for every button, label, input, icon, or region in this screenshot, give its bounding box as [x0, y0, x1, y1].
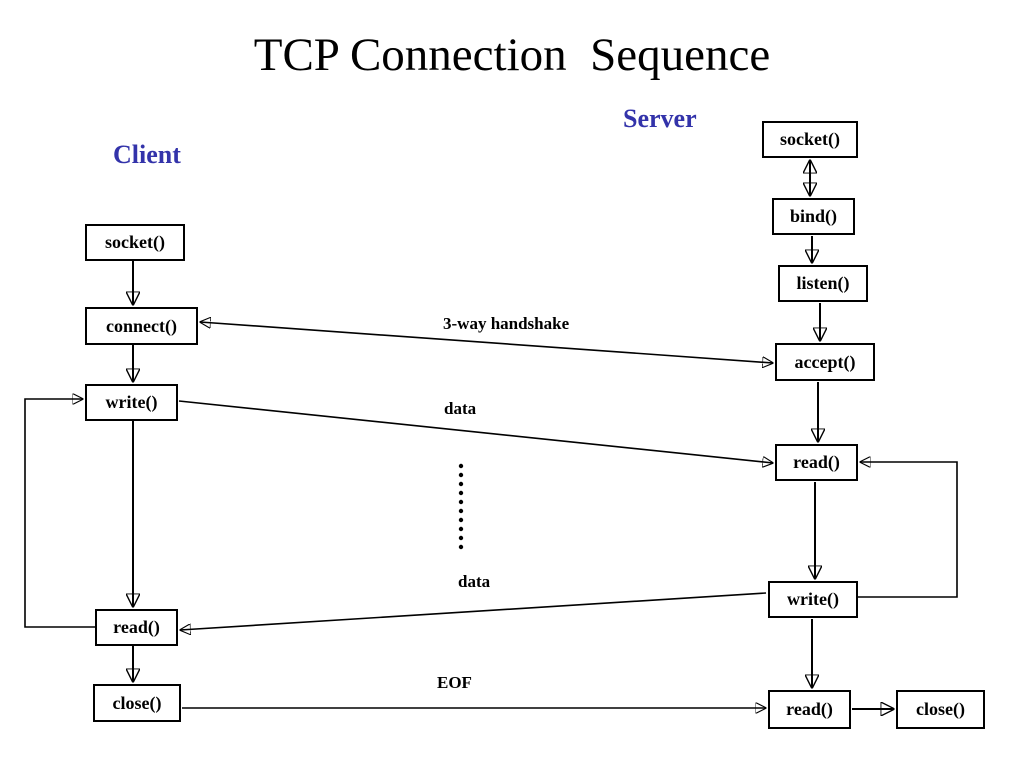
ellipsis-dot: [458, 499, 464, 505]
node-label: close(): [916, 699, 965, 719]
node-server-socket[interactable]: socket(): [762, 121, 858, 158]
node-label: connect(): [106, 315, 177, 336]
client-column-label: Client: [113, 140, 181, 169]
server-column-label: Server: [623, 104, 697, 133]
ellipsis-dot: [458, 526, 464, 532]
node-label: bind(): [789, 206, 838, 226]
node-server-read2[interactable]: read(): [768, 690, 851, 729]
node-label: write(): [105, 392, 158, 412]
vertical-ellipsis: [458, 463, 464, 550]
node-server-accept[interactable]: accept(): [775, 343, 875, 381]
edge-label-data-up: data: [458, 572, 491, 591]
node-label: socket(): [780, 129, 840, 149]
node-label: socket(): [105, 232, 165, 252]
node-server-write[interactable]: write(): [768, 581, 858, 618]
page-title: TCP Connection Sequence: [253, 29, 771, 81]
node-server-read[interactable]: read(): [775, 444, 858, 481]
node-label: accept(): [794, 351, 856, 372]
ellipsis-dot: [458, 463, 464, 469]
edge-data-server-to-client: [180, 592, 767, 630]
node-server-listen[interactable]: listen(): [778, 265, 868, 302]
ellipsis-dot: [458, 544, 464, 550]
node-label: listen(): [796, 273, 850, 293]
ellipsis-dot: [458, 472, 464, 478]
edge-server-loop-write-to-read: [858, 462, 958, 598]
node-label: read(): [793, 452, 840, 472]
edge-label-handshake: 3-way handshake: [443, 314, 570, 333]
edge-label-data-down: data: [444, 399, 477, 418]
node-label: read(): [786, 699, 833, 719]
node-server-bind[interactable]: bind(): [772, 198, 855, 235]
node-client-socket[interactable]: socket(): [85, 224, 185, 261]
edge-client-loop-read-to-write: [24, 399, 95, 628]
node-client-close[interactable]: close(): [93, 684, 181, 722]
ellipsis-dot: [458, 481, 464, 487]
edge-label-eof: EOF: [437, 673, 472, 692]
node-server-close[interactable]: close(): [896, 690, 985, 729]
edge-3way-handshake: [200, 322, 773, 363]
node-client-connect[interactable]: connect(): [85, 307, 198, 345]
ellipsis-dot: [458, 490, 464, 496]
ellipsis-dot: [458, 535, 464, 541]
node-label: read(): [113, 617, 160, 637]
ellipsis-dot: [458, 517, 464, 523]
node-label: close(): [112, 692, 162, 713]
edge-data-client-to-server: [178, 400, 773, 463]
node-client-write[interactable]: write(): [85, 384, 178, 421]
node-label: write(): [787, 589, 839, 609]
node-client-read[interactable]: read(): [95, 609, 178, 646]
ellipsis-dot: [458, 508, 464, 514]
